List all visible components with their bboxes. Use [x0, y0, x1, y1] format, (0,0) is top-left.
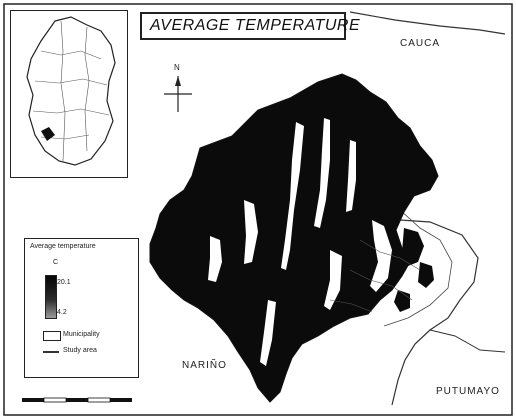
putumayo-boundary-2	[429, 329, 506, 353]
legend-title: Average temperature	[30, 243, 96, 250]
legend-municipality-swatch	[43, 331, 61, 341]
map-title: AVERAGE TEMPERATURE	[150, 17, 361, 34]
legend-unit: C	[53, 259, 59, 266]
scale-segment-5	[110, 398, 132, 402]
municipality-outline-east	[371, 201, 453, 327]
cauca-boundary	[349, 11, 506, 35]
legend-color-ramp	[45, 275, 57, 319]
region-label-putumayo: PUTUMAYO	[436, 386, 500, 397]
legend-study-area-line	[43, 351, 59, 353]
legend-municipality-label: Municipality	[63, 331, 100, 338]
scale-bar	[22, 397, 132, 403]
legend-max-value: 20.1	[57, 279, 71, 286]
study-area-temperature	[149, 73, 439, 403]
putumayo-boundary	[391, 219, 479, 406]
inset-locator-map	[10, 10, 128, 178]
legend: Average temperature C 20.1 4.2 Municipal…	[24, 238, 139, 378]
scale-segment-3	[66, 398, 88, 402]
north-arrow-icon	[164, 76, 192, 112]
eastern-patches	[394, 228, 434, 312]
scale-segment-1	[22, 398, 44, 402]
scale-segment-4	[87, 397, 111, 403]
region-label-narino: NARIÑO	[182, 360, 227, 371]
drainage-lines	[329, 239, 421, 313]
neat-line	[3, 3, 513, 416]
north-arrow	[162, 74, 194, 114]
colombia-locator-map-icon	[26, 16, 116, 166]
map-title-box: AVERAGE TEMPERATURE	[140, 12, 360, 40]
region-label-cauca: CAUCA	[400, 38, 441, 49]
legend-min-value: 4.2	[57, 309, 67, 316]
valley-streaks	[208, 118, 392, 366]
scale-segment-2	[43, 397, 67, 403]
legend-study-area-label: Study area	[63, 347, 97, 354]
north-label: N	[174, 63, 180, 72]
